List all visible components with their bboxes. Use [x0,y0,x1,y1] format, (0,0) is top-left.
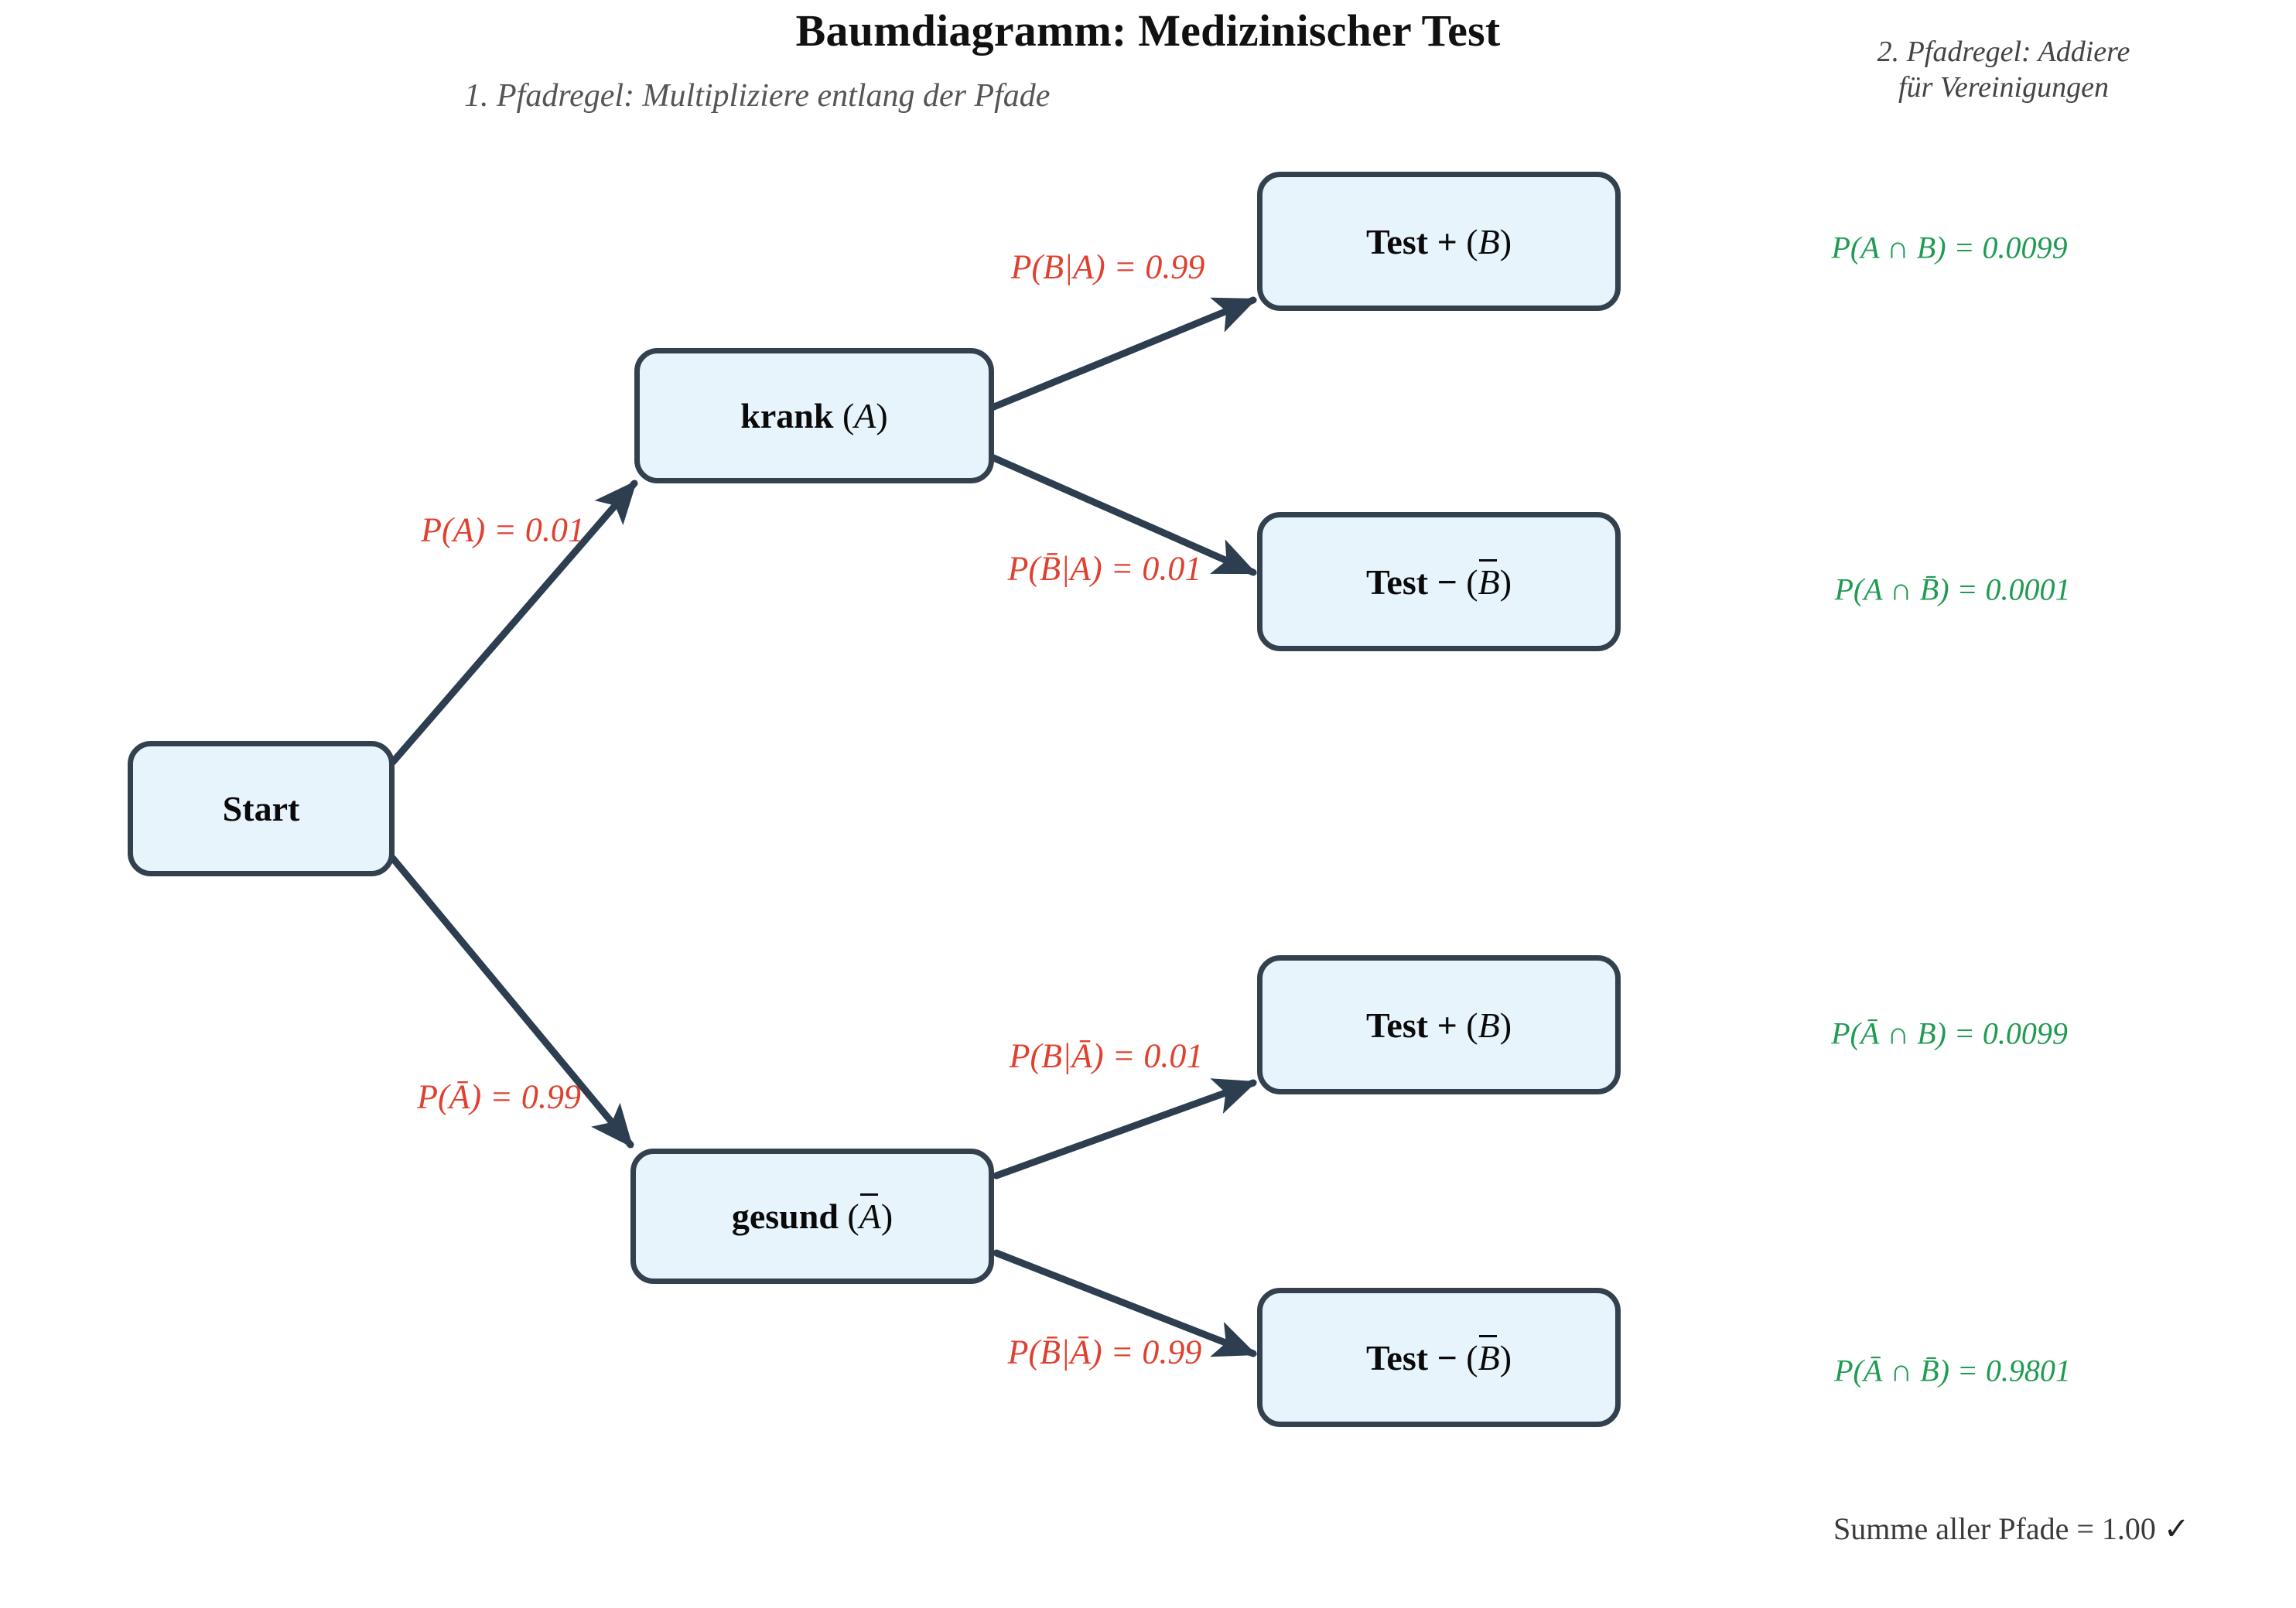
edge-label-gesund-testpos: P(B|Ā) = 0.01 [1009,1036,1204,1075]
result-label-nota-and-notb: P(Ā ∩ B̄) = 0.9801 [1834,1353,2071,1388]
node-gesund-symbol: A [859,1193,881,1236]
path-rule-2-line1: 2. Pfadregel: Addiere [1877,36,2130,68]
checkmark-icon: ✓ [2163,1511,2190,1546]
edge-label-krank-testpos: P(B|A) = 0.99 [1010,248,1205,286]
sum-of-paths: Summe aller Pfade = 1.00 ✓ [1833,1511,2189,1547]
node-start[interactable]: Start [128,741,395,876]
node-gesund-paren-close: ) [880,1197,893,1236]
node-leaf-bottom-negative[interactable]: Test − (B) [1257,1288,1621,1427]
node-krank-word: krank [740,396,834,435]
leaf2-paren-close: ) [1499,562,1512,602]
result-label-a-and-notb: P(A ∩ B̄) = 0.0001 [1834,572,2071,607]
leaf2-word: Test [1365,562,1429,602]
leaf1-paren-close: ) [1499,221,1512,261]
leaf3-paren-close: ) [1499,1005,1512,1045]
node-gesund[interactable]: gesund (A) [630,1149,994,1284]
node-krank[interactable]: krank (A) [634,348,994,483]
leaf3-paren-open: ( [1466,1005,1478,1045]
leaf4-paren-close: ) [1499,1337,1512,1378]
leaf3-word: Test [1365,1005,1429,1045]
leaf1-symbol: B [1478,221,1500,261]
node-gesund-word: gesund [731,1197,839,1236]
node-leaf-bottom-positive-label: Test + (B) [1366,1005,1512,1046]
leaf4-word: Test [1365,1337,1429,1378]
node-gesund-label: gesund (A) [731,1193,893,1237]
node-leaf-bottom-negative-label: Test − (B) [1365,1334,1512,1378]
node-leaf-top-negative-label: Test − (B) [1365,558,1512,603]
edge-label-start-krank: P(A) = 0.01 [421,510,585,549]
edge-label-start-gesund: P(Ā) = 0.99 [417,1077,581,1116]
node-krank-paren-open: ( [842,396,855,435]
edge-label-krank-testneg: P(B̄|A) = 0.01 [1007,549,1202,588]
result-label-nota-and-b: P(Ā ∩ B) = 0.0099 [1831,1016,2068,1051]
leaf1-word: Test [1365,221,1429,261]
path-rule-2-subtitle: 2. Pfadregel: Addiere für Vereinigungen [1810,34,2197,106]
page-title: Baumdiagramm: Medizinischer Test [795,5,1501,56]
node-krank-label: krank (A) [740,395,887,436]
path-rule-1-subtitle: 1. Pfadregel: Multipliziere entlang der … [464,78,1051,114]
leaf3-symbol: B [1478,1005,1500,1045]
node-krank-symbol: A [854,396,876,435]
sum-of-paths-text: Summe aller Pfade = 1.00 [1833,1511,2156,1546]
leaf4-sign: − [1437,1337,1457,1378]
node-start-label: Start [222,789,300,828]
node-krank-paren-close: ) [876,396,888,435]
node-leaf-top-negative[interactable]: Test − (B) [1257,512,1621,651]
leaf3-sign: + [1437,1005,1457,1045]
node-leaf-bottom-positive[interactable]: Test + (B) [1257,955,1621,1094]
leaf2-symbol: B [1478,558,1500,602]
path-rule-2-line2: für Vereinigungen [1898,71,2109,104]
leaf1-sign: + [1437,221,1457,261]
result-label-a-and-b: P(A ∩ B) = 0.0099 [1831,230,2068,265]
node-leaf-top-positive[interactable]: Test + (B) [1257,172,1621,311]
node-gesund-paren-open: ( [847,1197,859,1236]
edge-label-gesund-testneg: P(B̄|Ā) = 0.99 [1007,1333,1202,1371]
edge-krank-testpos [986,296,1257,412]
leaf1-paren-open: ( [1466,221,1478,261]
leaf4-symbol: B [1478,1334,1500,1378]
leaf2-sign: − [1437,562,1457,602]
leaf4-paren-open: ( [1466,1337,1478,1378]
node-leaf-top-positive-label: Test + (B) [1366,221,1512,262]
leaf2-paren-open: ( [1466,562,1478,602]
edge-gesund-testpos [993,1078,1258,1180]
